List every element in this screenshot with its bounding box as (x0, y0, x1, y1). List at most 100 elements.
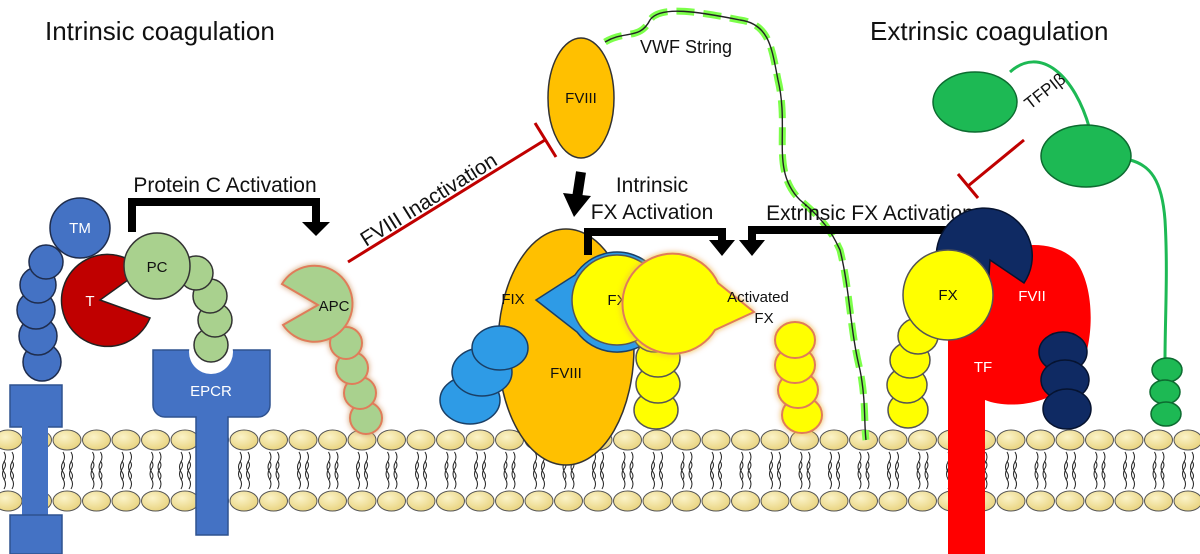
lipid-head (406, 490, 436, 512)
lipid-tail (895, 460, 899, 490)
lipid-head (1026, 490, 1055, 512)
lipid-tail (533, 460, 537, 490)
heading-extrinsic: Extrinsic coagulation (870, 16, 1108, 46)
lipid-tail (120, 460, 124, 490)
lipid-tail (1160, 451, 1165, 481)
lipid-head (436, 429, 465, 451)
lipid-head (288, 429, 318, 451)
lipid-head (1173, 429, 1200, 451)
vwf-string-core (604, 10, 867, 441)
extrinsic-fx-activation-label: Extrinsic FX Activation (766, 202, 974, 225)
lipid-head (229, 429, 259, 451)
lipid-head (1055, 429, 1085, 451)
fix-chain (439, 325, 529, 425)
thrombin-label: T (85, 293, 94, 310)
lipid-head (347, 490, 377, 512)
lipid-tail (1034, 451, 1039, 481)
lipid-tail (61, 460, 65, 490)
lipid-tail (482, 460, 486, 490)
lipid-tail (1190, 451, 1194, 481)
lipid-head (731, 429, 760, 451)
tm-label: TM (69, 220, 91, 237)
lipid-tail (98, 451, 103, 481)
lipid-head (229, 490, 259, 512)
lipid-head (0, 429, 23, 451)
lipid-head (819, 429, 849, 451)
lipid-tail (474, 460, 478, 490)
lipid-tail (393, 451, 398, 481)
lipid-tail (474, 451, 478, 481)
lipid-tail (334, 451, 339, 481)
fviii-free (547, 37, 615, 159)
lipid-head (170, 490, 200, 512)
fviii-free-label: FVIII (565, 90, 597, 107)
lipid-head (878, 429, 908, 451)
fx-extrinsic-label: FX (938, 287, 957, 304)
lipid-tail (120, 451, 124, 481)
lipid-tail (592, 451, 596, 481)
lipid-tail (1160, 460, 1165, 490)
tfpi-linker-1 (1008, 60, 1092, 131)
lipid-tail (1093, 451, 1098, 481)
lipid-head (524, 490, 554, 512)
lipid-head (318, 429, 347, 451)
epcr-label: EPCR (190, 383, 232, 400)
lipid-tail (149, 451, 154, 481)
lipid-tail (267, 451, 272, 481)
lipid-tail (275, 451, 280, 481)
thrombomodulin-anchor (9, 384, 63, 554)
lipid-tail (895, 451, 899, 481)
vwf-string-label: VWF String (640, 37, 732, 57)
lipid-head (760, 429, 790, 451)
lipid-tail (1013, 460, 1017, 490)
lipid-head (288, 490, 318, 512)
lipid-tail (710, 451, 714, 481)
lipid-tail (806, 460, 811, 490)
lipid-head (701, 490, 731, 512)
tfpi-kunitz-1 (932, 71, 1018, 133)
lipid-tail (1042, 451, 1047, 481)
lipid-head (1114, 490, 1144, 512)
lipid-tail (1034, 460, 1039, 490)
lipid-tail (1013, 451, 1017, 481)
lipid-tail (98, 460, 103, 490)
lipid-tail (828, 460, 832, 490)
lipid-tail (452, 451, 457, 481)
lipid-tail (621, 451, 626, 481)
lipid-head (82, 429, 111, 451)
lipid-tail (777, 451, 781, 481)
lipid-head (82, 490, 111, 512)
lipid-head (1144, 490, 1173, 512)
lipid-tail (2, 451, 6, 481)
fvii-chain (1038, 331, 1092, 430)
tfpi-kunitz-2 (1040, 124, 1132, 188)
lipid-tail (1182, 460, 1186, 490)
activated-fx-label-1: Activated (727, 289, 789, 306)
lipid-tail (423, 451, 427, 481)
lipid-tail (916, 460, 921, 490)
fviii-inactivation-bar (533, 122, 558, 158)
lipid-tail (651, 451, 655, 481)
activated-fx (621, 252, 823, 434)
lipid-tail (90, 451, 95, 481)
lipid-head (52, 490, 82, 512)
lipid-tail (90, 460, 95, 490)
intrinsic-fx-activation-label-1: Intrinsic (616, 174, 688, 197)
fx-extrinsic-domain (902, 249, 994, 341)
fx-extrinsic-chain (886, 317, 939, 429)
lipid-head (377, 429, 406, 451)
lipid-tail (1005, 451, 1009, 481)
lipid-head (111, 429, 141, 451)
lipid-tail (511, 451, 516, 481)
lipid-head (1173, 490, 1200, 512)
lipid-tail (364, 460, 368, 490)
lipid-tail (1131, 451, 1135, 481)
intrinsic-fx-activation-arrowhead (709, 240, 735, 256)
lipid-tail (128, 460, 132, 490)
lipid-head (613, 429, 642, 451)
lipid-tail (1064, 451, 1068, 481)
lipid-tail (541, 460, 545, 490)
lipid-head (583, 490, 613, 512)
lipid-tail (246, 460, 250, 490)
